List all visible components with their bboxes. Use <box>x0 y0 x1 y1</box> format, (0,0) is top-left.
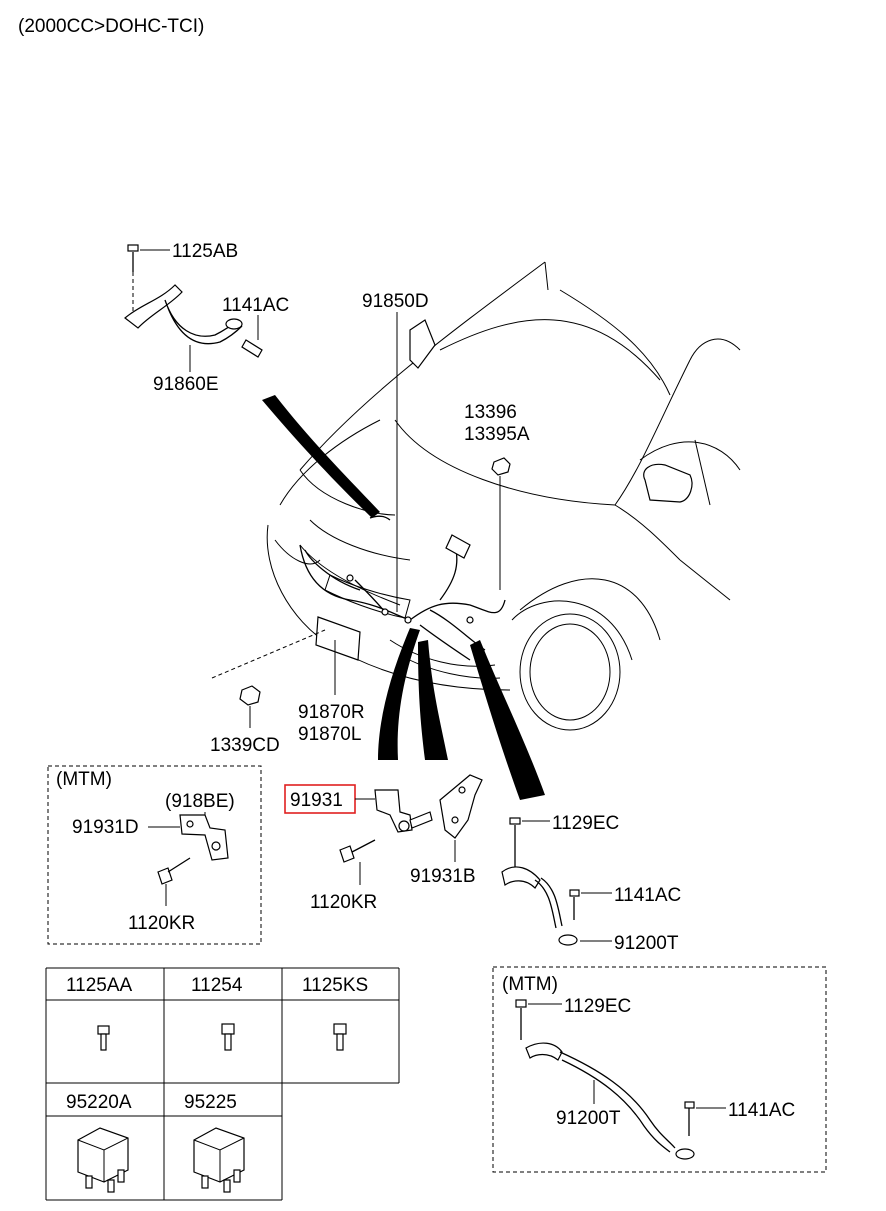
label-91931[interactable]: 91931 <box>290 790 343 811</box>
label-918BE: (918BE) <box>165 791 235 812</box>
label-13396: 13396 <box>464 402 517 423</box>
relay-icon <box>77 1127 129 1193</box>
bolt-icon <box>569 889 580 897</box>
label-91200T-mid: 91200T <box>614 933 679 954</box>
bolt-1120KR-icon <box>339 845 355 863</box>
bolt-icon <box>509 817 521 825</box>
label-1129EC-mtm: 1129EC <box>564 996 631 1017</box>
table-cell-11254: 11254 <box>191 975 243 996</box>
mtm-right-title: (MTM) <box>502 974 558 995</box>
label-1120KR-mid: 1120KR <box>310 892 377 913</box>
label-91200T-mtm: 91200T <box>556 1108 621 1129</box>
battery-ground-cable <box>124 244 263 358</box>
bolt-icon <box>241 339 263 358</box>
bolt-icon <box>515 999 527 1008</box>
table-cell-95225: 95225 <box>184 1092 237 1113</box>
label-91931B: 91931B <box>410 866 476 887</box>
bolt-icon <box>127 244 139 252</box>
grommet-icon <box>239 685 261 706</box>
mtm-left-title: (MTM) <box>56 769 112 790</box>
label-1141AC-mtm: 1141AC <box>728 1100 795 1121</box>
table-cell-1125AA: 1125AA <box>66 975 133 996</box>
parts-table <box>45 967 400 1201</box>
label-1120KR-mtm: 1120KR <box>128 913 195 934</box>
label-91870R: 91870R <box>298 702 365 723</box>
routing-band-1 <box>262 395 380 518</box>
mtm-left-box <box>47 765 262 945</box>
label-1129EC-mid: 1129EC <box>552 813 619 834</box>
connector-icon <box>445 534 471 559</box>
label-91850D: 91850D <box>362 291 429 312</box>
label-91931D: 91931D <box>72 817 139 838</box>
bracket-91931B-icon <box>439 774 483 839</box>
label-1141AC-mid: 1141AC <box>614 885 681 906</box>
bolt-icon <box>684 1101 695 1109</box>
mtm-right-box <box>492 966 827 1173</box>
routing-band-4 <box>470 640 545 800</box>
routing-band-3 <box>418 640 448 760</box>
relay-icon <box>193 1127 245 1193</box>
label-1125AB: 1125AB <box>172 241 238 262</box>
table-cell-1125KS: 1125KS <box>302 975 368 996</box>
bolt-icon <box>221 1023 235 1051</box>
engine-spec-title: (2000CC>DOHC-TCI) <box>18 16 204 37</box>
label-1141AC-top: 1141AC <box>222 295 289 316</box>
label-13395A: 13395A <box>464 424 530 445</box>
routing-band-2 <box>378 628 420 760</box>
nut-icon <box>491 457 511 476</box>
label-91870L: 91870L <box>298 724 361 745</box>
bolt-icon <box>333 1023 347 1051</box>
table-cell-95220A: 95220A <box>66 1092 132 1113</box>
bolt-icon <box>97 1025 110 1051</box>
label-91860E: 91860E <box>153 374 219 395</box>
label-1339CD: 1339CD <box>210 735 280 756</box>
engine-wiring-harness <box>299 515 506 661</box>
vehicle-outline <box>266 261 741 731</box>
